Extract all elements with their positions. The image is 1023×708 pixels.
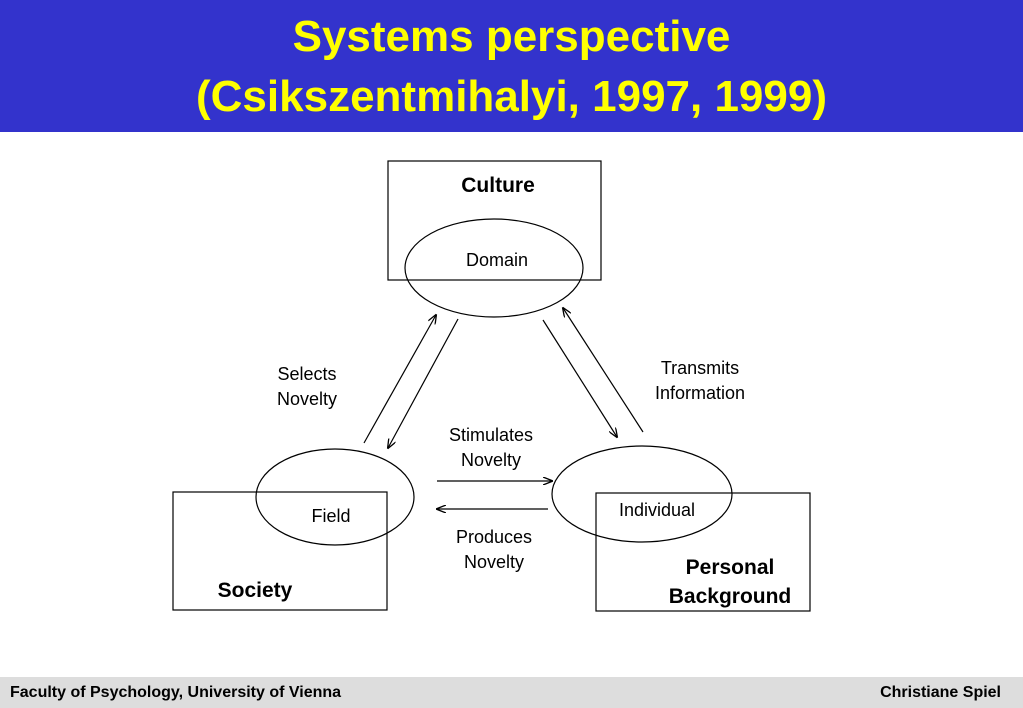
systems-diagram (172, 160, 811, 612)
individual-ellipse (551, 445, 733, 543)
society-label: Society (217, 579, 293, 602)
produces-novelty-label: Novelty (463, 552, 525, 572)
produces-label: Produces (455, 527, 533, 547)
background-label: Background (668, 585, 792, 608)
arrow-field-to-domain (363, 315, 436, 444)
arrow-domain-to-field (388, 318, 459, 448)
selects-novelty-label: Novelty (276, 389, 338, 409)
individual-label: Individual (618, 500, 696, 520)
slide-title-line-2: (Csikszentmihalyi, 1997, 1999) (196, 72, 827, 121)
information-label: Information (654, 383, 746, 403)
title-bar: Systems perspective (Csikszentmihalyi, 1… (0, 0, 1023, 132)
society-box (172, 491, 388, 611)
stimulates-novelty-label: Novelty (460, 450, 522, 470)
footer-author: Christiane Spiel (880, 684, 1001, 701)
arrow-domain-to-individual (542, 319, 617, 437)
footer-institution: Faculty of Psychology, University of Vie… (10, 684, 342, 701)
field-label: Field (311, 506, 351, 526)
arrow-individual-to-domain (563, 308, 644, 433)
personal-background-box (595, 492, 811, 612)
culture-label: Culture (461, 174, 535, 197)
domain-label: Domain (465, 250, 529, 270)
field-ellipse (255, 448, 415, 546)
stimulates-label: Stimulates (448, 425, 534, 445)
personal-label: Personal (685, 556, 775, 579)
selects-label: Selects (277, 364, 337, 384)
footer-bar: Faculty of Psychology, University of Vie… (0, 677, 1023, 708)
transmits-label: Transmits (660, 358, 740, 378)
domain-ellipse (404, 218, 584, 318)
culture-box (387, 160, 602, 281)
slide-title-line-1: Systems perspective (292, 12, 731, 61)
